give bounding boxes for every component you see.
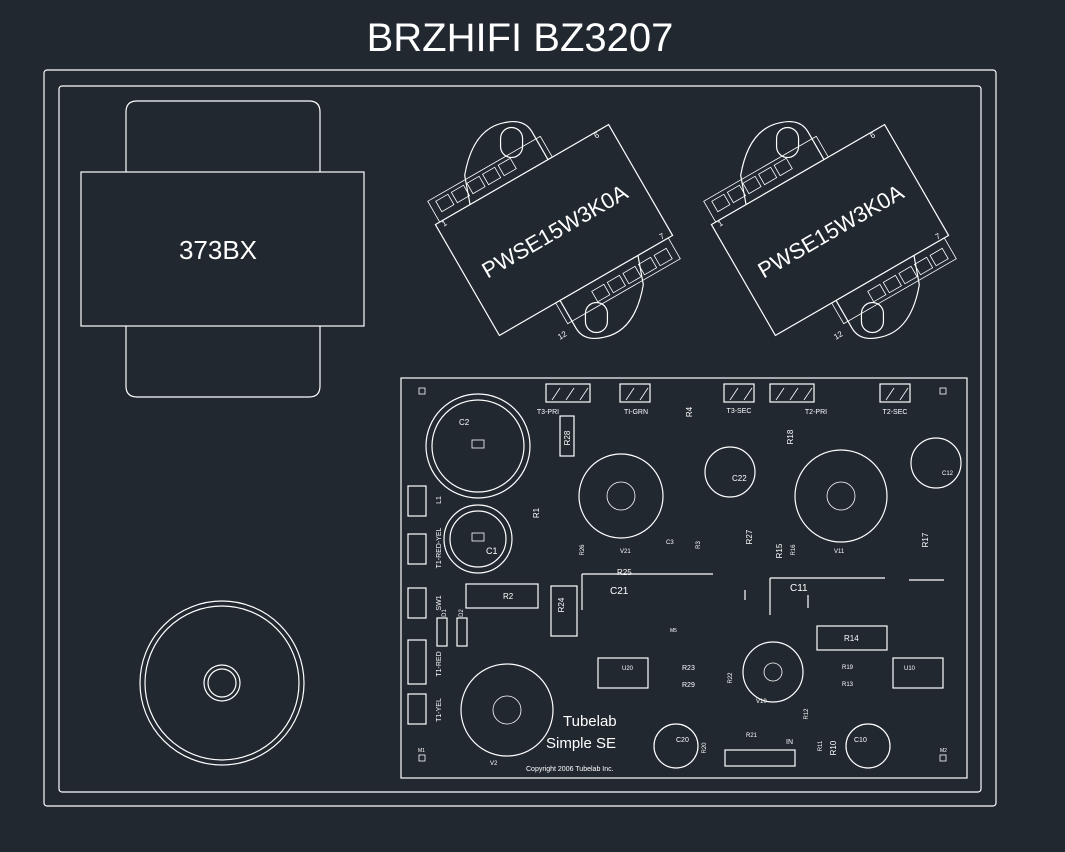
capacitor-c11-label: C11 [790, 583, 808, 594]
capacitor-c3-label: C3 [666, 540, 674, 546]
resistor-r22-label: R22 [728, 672, 734, 684]
regulator-u10-label: U10 [904, 666, 916, 672]
resistor-r2-label: R2 [503, 592, 514, 601]
mount-m1-label: M1 [418, 748, 425, 754]
resistor-r14 [816, 625, 888, 651]
resistor-r11-label: R11 [818, 740, 824, 751]
power-transformer-label: 373BX [179, 235, 257, 265]
terminal-t3-pri-label: T3-PRI [537, 409, 559, 416]
capacitor-c12 [910, 437, 962, 489]
diode-d1-label: D1 [442, 609, 448, 617]
capacitor-c2 [425, 393, 531, 499]
output-transformer-1: PWSE15W3K0A 6 1 7 12 [427, 120, 681, 342]
mount-m5-label: M5 [670, 628, 677, 634]
resistor-r4-label: R4 [685, 406, 694, 417]
tube-socket-v11 [794, 449, 888, 543]
capacitor-c1 [443, 504, 513, 574]
resistor-r1-label: R1 [532, 507, 541, 518]
resistor-r3-label: R3 [696, 541, 702, 549]
chassis-inner-outline [58, 85, 982, 793]
capacitor-c20-label: C20 [676, 737, 689, 744]
resistor-r24 [550, 585, 578, 637]
terminal-l1-label: L1 [436, 496, 443, 504]
resistor-r15-label: R15 [775, 543, 784, 558]
mount-m2-label: M2 [940, 748, 947, 754]
diode-d2-label: D2 [459, 609, 465, 617]
capacitor-c22 [704, 446, 756, 498]
resistor-r28 [559, 415, 575, 457]
tube-socket-v21 [578, 453, 664, 539]
capacitor-c10 [845, 723, 891, 769]
terminal-sw1-label: SW1 [436, 595, 443, 610]
resistor-r27-label: R27 [745, 529, 754, 544]
pcb-board: T3-PRI TI-GRN T3-SEC T2-PRI T2-SEC L1 T1… [400, 377, 968, 779]
diode-d2 [456, 617, 468, 647]
pcb-brand-line2: Simple SE [546, 735, 616, 752]
resistor-r25-label: R25 [617, 568, 632, 577]
resistor-r17-label: R17 [921, 532, 930, 547]
resistor-r24-label: R24 [557, 597, 566, 612]
output-transformer-2-pin-12: 12 [832, 329, 845, 342]
resistor-r12-label: R12 [804, 708, 810, 720]
output-transformer-1-pin-7: 7 [658, 231, 667, 241]
terminal-t1-yel-label: T1-YEL [436, 698, 443, 722]
resistor-r23-label: R23 [682, 665, 695, 672]
output-transformer-2-pin-6: 6 [869, 130, 878, 140]
output-transformer-1-pin-1: 1 [440, 218, 449, 228]
terminal-t2-pri-label: T2-PRI [805, 409, 827, 416]
tube-v21-label: V21 [620, 549, 631, 555]
tube-v2-label: V2 [490, 761, 498, 767]
output-transformer-1-pin-6: 6 [593, 130, 602, 140]
terminal-t3-sec-label: T3-SEC [727, 408, 752, 415]
resistor-r21-label: R21 [746, 733, 758, 739]
output-transformer-1-pin-12: 12 [556, 329, 569, 342]
regulator-u10 [892, 657, 944, 689]
terminal-t2-sec-label: T2-SEC [883, 409, 908, 416]
terminal-t1-grn-label: TI-GRN [624, 409, 648, 416]
resistor-r2 [465, 583, 539, 609]
capacitor-c1-label: C1 [486, 546, 498, 556]
toroid-outline [139, 600, 305, 766]
resistor-r20-label: R20 [702, 742, 708, 754]
tube-socket-v10 [742, 641, 804, 703]
output-transformer-2: PWSE15W3K0A 6 1 7 12 [703, 120, 957, 342]
pcb-copyright: Copyright 2006 Tubelab Inc. [526, 766, 614, 773]
input-terminal-block [724, 749, 796, 767]
tube-v11-label: V11 [834, 549, 845, 555]
resistor-r14-label: R14 [844, 634, 859, 643]
capacitor-c12-label: C12 [942, 471, 954, 477]
resistor-r26-label: R26 [580, 544, 586, 556]
regulator-u20 [597, 657, 649, 689]
capacitor-c22-label: C22 [732, 474, 747, 483]
resistor-r28-label: R28 [563, 430, 572, 445]
terminal-t1-red-label: T1-RED [436, 651, 443, 676]
pcb-brand-line1: Tubelab [563, 713, 617, 730]
output-transformer-2-label: PWSE15W3K0A [754, 179, 909, 283]
tube-socket-v2 [460, 663, 554, 757]
capacitor-c20 [653, 723, 699, 769]
resistor-r10-label: R10 [829, 740, 838, 755]
capacitor-c2-label: C2 [459, 418, 470, 427]
resistor-r13-label: R13 [842, 682, 854, 688]
terminal-t1-red-yel-label: T1-RED-YEL [436, 527, 443, 568]
output-transformer-2-pin-1: 1 [716, 218, 725, 228]
capacitor-c10-label: C10 [854, 737, 867, 744]
output-transformer-2-pin-7: 7 [934, 231, 943, 241]
resistor-r19-label: R19 [842, 665, 854, 671]
capacitor-c21-label: C21 [610, 586, 629, 597]
diagram-title: BRZHIFI BZ3207 [366, 16, 674, 60]
power-transformer: 373BX [80, 100, 365, 398]
regulator-u20-label: U20 [622, 666, 634, 672]
terminal-in-label: IN [786, 739, 793, 746]
output-transformer-1-label: PWSE15W3K0A [478, 179, 633, 283]
chassis-outer-outline [43, 69, 997, 807]
resistor-r16-label: R16 [791, 544, 797, 556]
tube-v10-label: V10 [756, 699, 767, 705]
resistor-r18-label: R18 [786, 429, 795, 444]
resistor-r29-label: R29 [682, 682, 695, 689]
diode-d1 [436, 617, 448, 647]
